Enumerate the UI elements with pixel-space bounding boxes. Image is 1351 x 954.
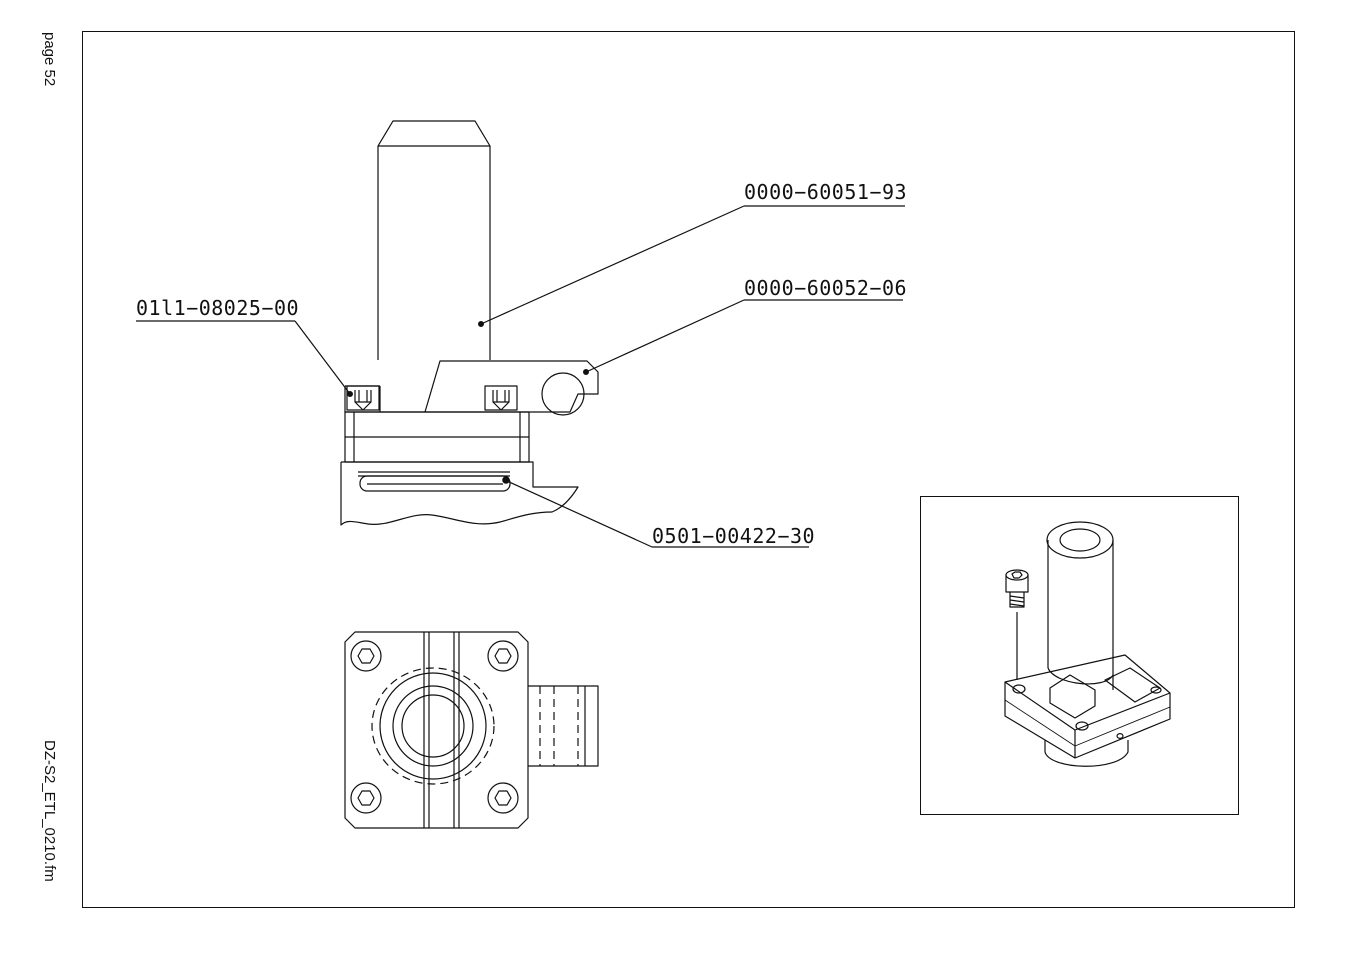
- side-view: [340, 120, 599, 526]
- drawing-frame: [82, 31, 1295, 908]
- callout-part-4: 0501−00422−30: [652, 524, 816, 548]
- bolt-hole-bl: [350, 782, 382, 814]
- callout-part-3: 01l1−08025−00: [136, 296, 300, 320]
- detail-screw: [1005, 569, 1029, 680]
- plan-view: [344, 631, 599, 829]
- clamp-knob: [541, 372, 585, 416]
- screw-left: [346, 385, 380, 411]
- leader-lines: [136, 205, 905, 548]
- flange-body: [344, 360, 599, 413]
- bolt-hole-tr: [487, 640, 519, 672]
- screw-right: [484, 385, 518, 411]
- o-ring: [359, 475, 511, 492]
- callout-part-1: 0000−60051−93: [744, 180, 908, 204]
- bolt-hole-br: [487, 782, 519, 814]
- mounting-plate: [344, 411, 530, 463]
- isometric-detail-frame: [920, 496, 1239, 815]
- base-section: [340, 461, 579, 526]
- leader-part-1: [478, 205, 905, 328]
- leader-part-2: [582, 299, 903, 376]
- bolt-hole-tl: [350, 640, 382, 672]
- leader-part-3: [136, 320, 354, 398]
- leader-part-4: [506, 480, 809, 548]
- shaft-outline: [377, 120, 491, 360]
- callout-part-2: 0000−60052−06: [744, 276, 908, 300]
- isometric-detail: [1004, 521, 1171, 767]
